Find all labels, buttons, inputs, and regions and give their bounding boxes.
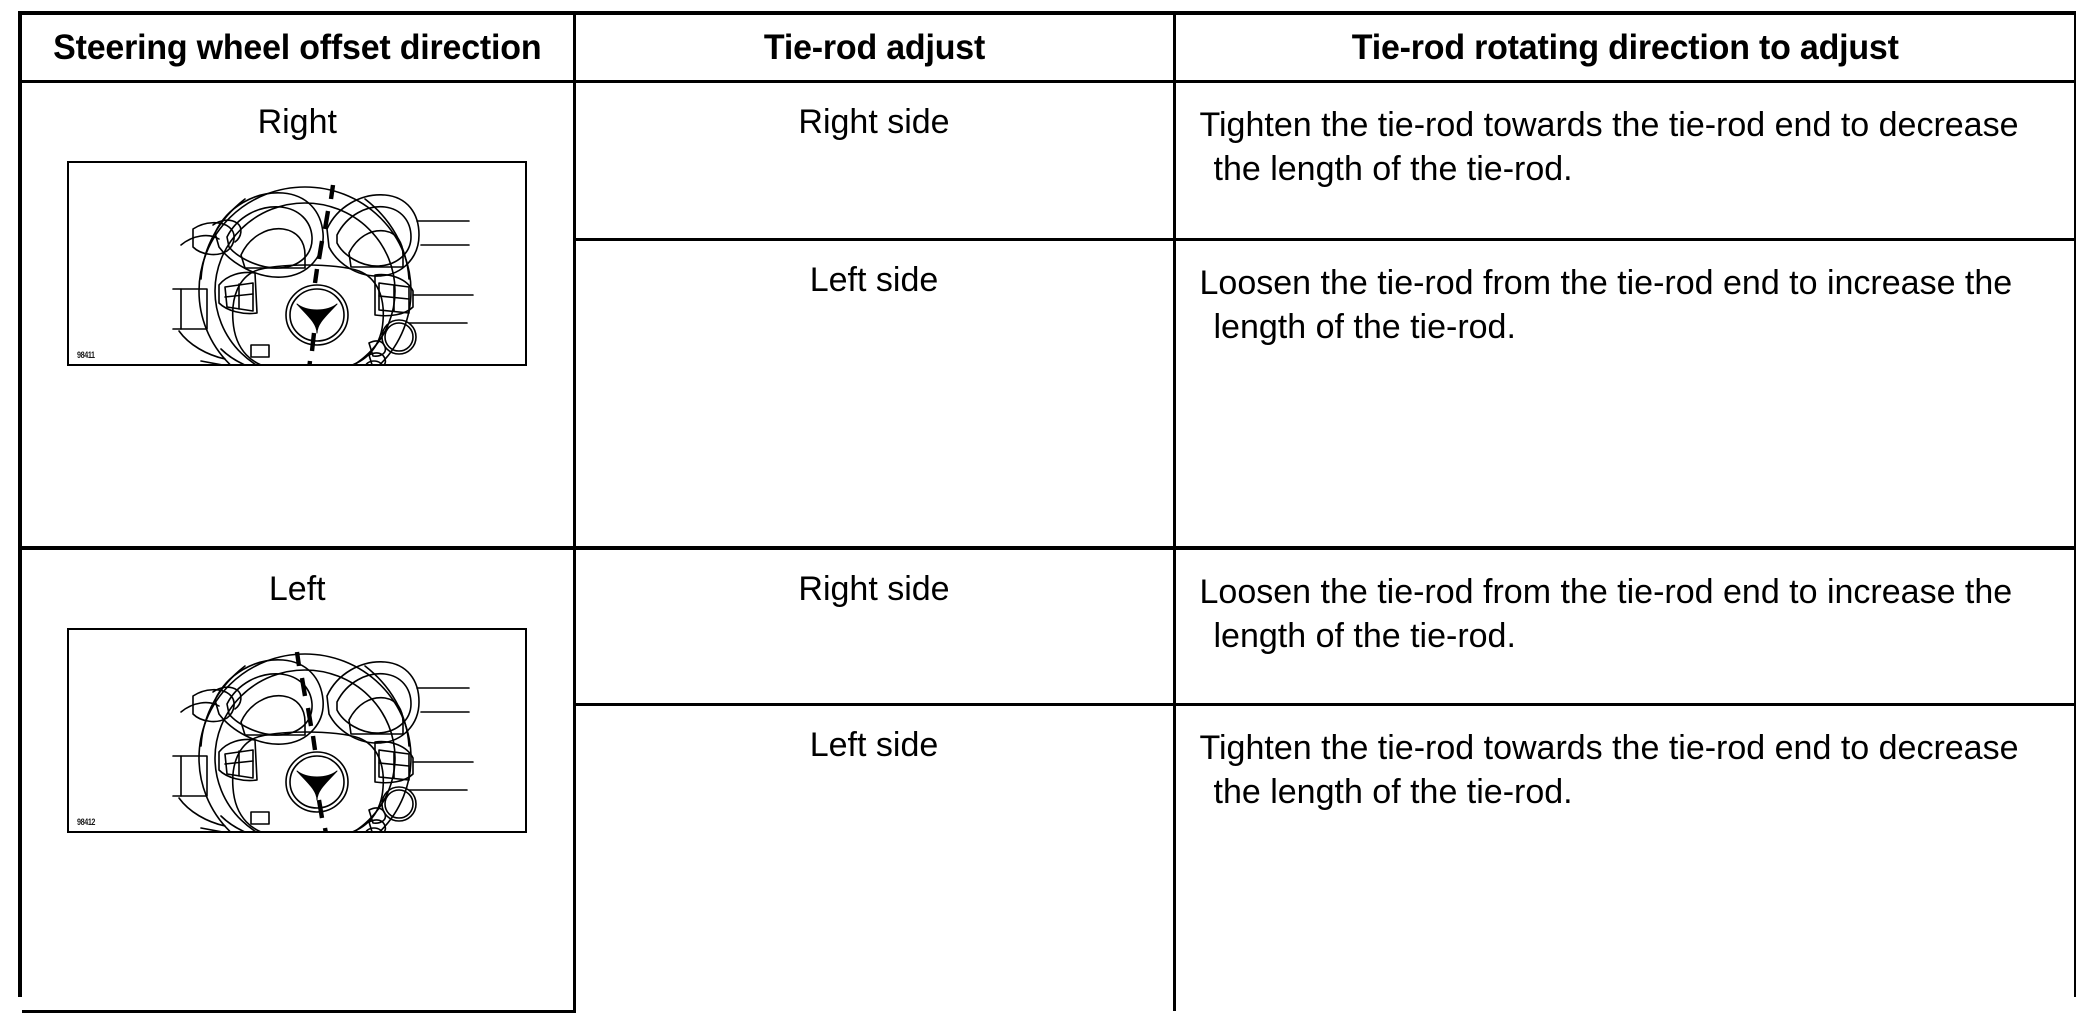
column-header-label: Steering wheel offset direction xyxy=(53,28,542,67)
tie-rod-side-label: Right side xyxy=(798,570,950,608)
steering-wheel-illustration xyxy=(172,651,475,831)
figure-code-label: 98412 xyxy=(77,817,96,827)
steering-direction-label: Right xyxy=(257,103,337,141)
instruction-text: Tighten the tie-rod towards the tie-rod … xyxy=(1199,106,2019,188)
centerline-dashed-right xyxy=(307,184,336,364)
column-header-label: Tie-rod rotating direction to adjust xyxy=(1351,28,1899,67)
column-header-rotating-direction: Tie-rod rotating direction to adjust xyxy=(1172,15,2074,83)
column-header-steering-direction: Steering wheel offset direction xyxy=(22,15,576,83)
cell-rotating-instruction: Loosen the tie-rod from the tie-rod end … xyxy=(1172,238,2074,550)
cell-tie-rod-side: Left side xyxy=(572,703,1176,1011)
table-row: Left side Loosen the tie-rod from the ti… xyxy=(22,238,2074,550)
table-row: Right xyxy=(22,80,2074,550)
spec-table-container: Steering wheel offset direction Tie-rod … xyxy=(18,11,2076,1013)
cell-rotating-instruction: Tighten the tie-rod towards the tie-rod … xyxy=(1172,703,2074,1011)
steering-wheel-diagram-right: 98411 xyxy=(67,161,528,366)
tie-rod-side-label: Left side xyxy=(809,261,939,299)
instruction-text: Loosen the tie-rod from the tie-rod end … xyxy=(1199,264,2013,346)
cell-rotating-instruction: Tighten the tie-rod towards the tie-rod … xyxy=(1172,80,2074,241)
steering-wheel-diagram-left: 98412 xyxy=(67,628,528,833)
cell-steering-direction-right: Right xyxy=(22,80,576,550)
centerline-dashed-left xyxy=(295,651,329,831)
cell-tie-rod-side: Right side xyxy=(572,80,1176,241)
tie-rod-side-label: Left side xyxy=(809,726,939,764)
column-header-label: Tie-rod adjust xyxy=(763,28,985,67)
instruction-text: Loosen the tie-rod from the tie-rod end … xyxy=(1199,573,2013,655)
instruction-text: Tighten the tie-rod towards the tie-rod … xyxy=(1199,729,2019,811)
figure-code-label: 98411 xyxy=(77,350,95,360)
table-row: Left xyxy=(22,546,2074,1013)
table-row: Left side Tighten the tie-rod towards th… xyxy=(22,703,2074,1011)
cell-rotating-instruction: Loosen the tie-rod from the tie-rod end … xyxy=(1172,546,2074,706)
cell-steering-direction-left: Left xyxy=(22,546,576,1013)
steering-tie-rod-table: Steering wheel offset direction Tie-rod … xyxy=(22,15,2074,1013)
tie-rod-side-label: Right side xyxy=(798,103,950,141)
column-header-tie-rod-adjust: Tie-rod adjust xyxy=(572,15,1176,83)
steering-wheel-illustration xyxy=(172,184,475,364)
steering-direction-label: Left xyxy=(268,570,326,608)
table-header-row: Steering wheel offset direction Tie-rod … xyxy=(22,15,2074,83)
cell-tie-rod-side: Left side xyxy=(572,238,1176,550)
cell-tie-rod-side: Right side xyxy=(572,546,1176,706)
